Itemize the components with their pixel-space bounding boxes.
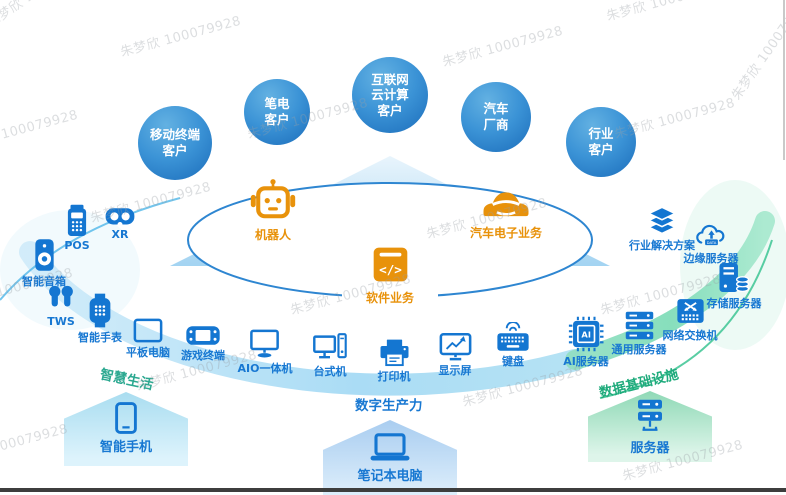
device-xr: XR	[105, 207, 135, 241]
tablet-icon	[133, 318, 163, 343]
circle-line: 互联网	[371, 72, 409, 88]
blue-device-band	[19, 241, 586, 396]
layers-icon	[647, 206, 677, 235]
keyboard-icon	[497, 322, 529, 351]
circle-laptop-customers: 笔电 客户	[244, 79, 310, 145]
circle-line: 客户	[264, 112, 290, 127]
device-keyboard: 键盘	[496, 322, 530, 369]
desktop-icon	[313, 333, 347, 359]
device-desktop: 台式机	[313, 333, 347, 379]
device-label: XR	[111, 228, 129, 241]
device-label: 存储服务器	[706, 297, 762, 310]
network-switch-icon	[676, 299, 704, 323]
thin-green-arc	[599, 239, 773, 399]
core-software: </> 软件业务	[366, 246, 414, 306]
device-label: 通用服务器	[611, 343, 667, 356]
circle-internet-cloud-customers: 互联网 云计算 客户	[352, 57, 428, 133]
device-label: 游戏终端	[181, 349, 225, 362]
code-icon: </>	[373, 247, 407, 282]
circle-line: 汽车	[483, 100, 509, 116]
block-label: 服务器	[630, 441, 670, 456]
right-edge-line	[783, 0, 785, 160]
core-automotive: 汽车电子业务	[470, 186, 542, 241]
device-smart-speaker: 智能音箱	[22, 238, 66, 289]
device-label: POS	[64, 239, 90, 252]
device-label: 台式机	[313, 365, 347, 378]
section-digital-productivity: 数字生产力	[355, 398, 423, 414]
device-network-switch: 网络交换机	[663, 296, 718, 343]
circle-line: 笔电	[264, 95, 290, 111]
bottom-border-bar	[0, 488, 786, 492]
smart-watch-icon	[89, 293, 111, 328]
core-label: 机器人	[254, 228, 291, 242]
game-console-icon	[186, 326, 220, 345]
robot-icon	[250, 179, 296, 219]
device-label: 网络交换机	[662, 329, 718, 342]
device-label: AI服务器	[563, 355, 609, 368]
circle-auto-manufacturers: 汽车 厂商	[461, 82, 531, 152]
device-industry-solution: 行业解决方案	[629, 206, 695, 253]
tws-earbuds-icon	[49, 285, 73, 307]
display-icon	[439, 333, 471, 361]
core-label: 汽车电子业务	[469, 226, 543, 240]
circle-line: 客户	[377, 102, 403, 118]
device-storage-server: 存储服务器	[707, 261, 762, 311]
device-label: TWS	[47, 315, 75, 328]
device-tablet: 平板电脑	[126, 318, 170, 360]
laptop-icon	[370, 433, 410, 461]
circle-line: 厂商	[483, 117, 509, 132]
car-icon	[483, 192, 529, 217]
device-display: 显示屏	[439, 333, 472, 378]
device-ai-server: AI AI服务器	[563, 316, 609, 369]
device-label: 智能手表	[78, 331, 122, 344]
printer-icon	[380, 339, 408, 367]
device-label: 平板电脑	[126, 346, 170, 359]
device-label: 打印机	[377, 370, 411, 383]
xr-headset-icon	[105, 208, 135, 225]
thin-blue-arc	[0, 197, 181, 301]
edge-server-cloud-icon: DATA	[695, 224, 724, 246]
device-general-server: 通用服务器	[612, 311, 667, 357]
device-label: 边缘服务器	[683, 252, 739, 265]
general-server-icon	[625, 311, 653, 340]
device-label: AIO一体机	[237, 362, 293, 375]
device-edge-server: DATA 边缘服务器	[684, 222, 739, 266]
smartphone-icon	[115, 402, 137, 434]
device-label: 显示屏	[438, 364, 472, 377]
circle-industry-customers: 行业 客户	[566, 107, 636, 177]
core-label: 软件业务	[365, 291, 415, 305]
storage-server-icon	[719, 262, 750, 293]
circle-line: 云计算	[371, 87, 409, 103]
svg-text:AI: AI	[581, 329, 591, 339]
device-tws: TWS	[46, 284, 76, 328]
circle-line: 移动终端	[149, 126, 200, 142]
smart-speaker-icon	[34, 239, 54, 271]
device-smart-watch: 智能手表	[78, 293, 122, 345]
circle-line: 行业	[588, 125, 614, 141]
server-icon	[638, 399, 662, 431]
ai-server-icon: AI	[568, 316, 604, 352]
device-game-console: 游戏终端	[181, 325, 225, 363]
aio-pc-icon	[250, 329, 280, 358]
device-label: 行业解决方案	[629, 239, 695, 252]
device-aio-pc: AIO一体机	[237, 329, 293, 376]
circle-line: 客户	[588, 142, 614, 157]
device-label: 键盘	[502, 355, 524, 368]
device-label: 智能音箱	[22, 275, 66, 288]
circle-mobile-terminal-customers: 移动终端 客户	[138, 106, 212, 180]
pos-terminal-icon	[67, 204, 87, 236]
device-printer: 打印机	[378, 339, 411, 384]
svg-text:</>: </>	[379, 262, 402, 277]
circle-line: 客户	[162, 143, 188, 158]
device-pos: POS	[64, 204, 90, 252]
svg-text:DATA: DATA	[706, 240, 716, 245]
block-label: 智能手机	[99, 440, 152, 455]
core-robot: 机器人	[250, 178, 296, 243]
block-label: 笔记本电脑	[357, 469, 423, 484]
